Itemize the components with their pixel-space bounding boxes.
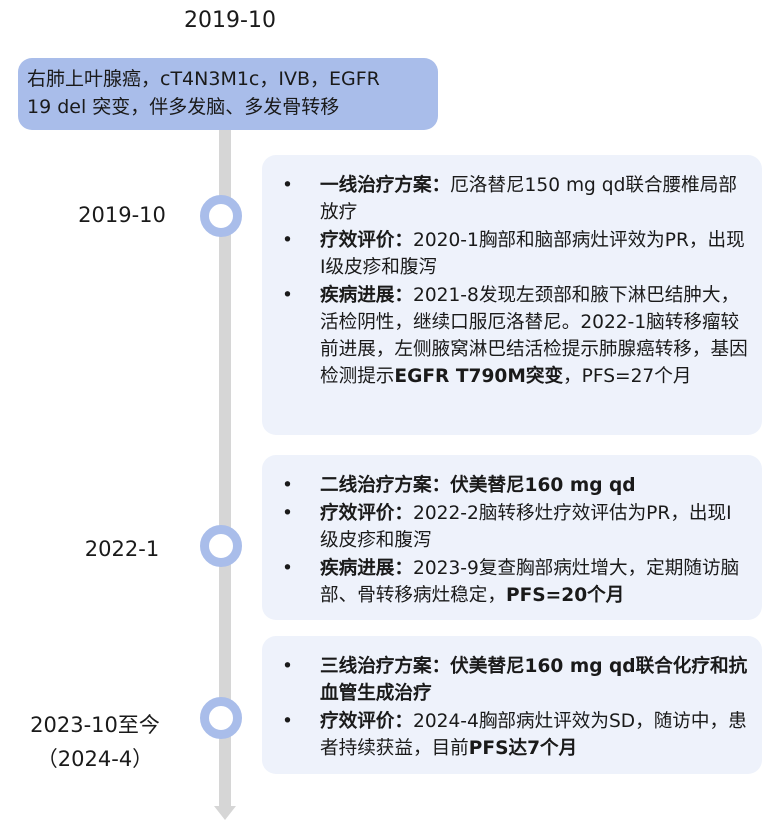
diagnosis-line-2: 19 del 突变，伴多发脑、多发骨转移 (27, 96, 340, 118)
timeline-arrow-icon (214, 806, 236, 820)
stage-2-item-2: •疗效评价：2022-2脑转移灶疗效评估为PR，出现I级皮疹和腹泻 (282, 503, 732, 551)
stage-3-date: 2023-10至今 (30, 713, 160, 737)
stage-3-date-sub: （2024-4） (36, 747, 154, 771)
diagnosis-box: 右肺上叶腺癌，cT4N3M1c，IVB，EGFR 19 del 突变，伴多发脑、… (18, 58, 438, 130)
stage-1-item-1: •一线治疗方案：厄洛替尼150 mg qd联合腰椎局部放疗 (282, 175, 737, 223)
stage-2-item-1: •二线治疗方案：伏美替尼160 mg qd (282, 475, 636, 496)
stage-2-card: •二线治疗方案：伏美替尼160 mg qd •疗效评价：2022-2脑转移灶疗效… (262, 455, 762, 620)
timeline-node-3 (200, 697, 242, 739)
timeline-node-1 (200, 195, 242, 237)
stage-1-date: 2019-10 (78, 203, 166, 227)
stage-2-date: 2022-1 (84, 537, 160, 561)
stage-3-item-2: •疗效评价：2024-4胸部病灶评效为SD，随访中，患者持续获益，目前PFS达7… (282, 711, 747, 759)
stage-3-item-1: •三线治疗方案：伏美替尼160 mg qd联合化疗和抗血管生成治疗 (282, 656, 748, 704)
stage-1-item-3: •疾病进展：2021-8发现左颈部和腋下淋巴结肿大，活检阴性，继续口服厄洛替尼。… (282, 285, 748, 387)
stage-2-item-3: •疾病进展：2023-9复查胸部病灶增大，定期随访脑部、骨转移病灶稳定，PFS=… (282, 558, 740, 606)
stage-3-card: •三线治疗方案：伏美替尼160 mg qd联合化疗和抗血管生成治疗 •疗效评价：… (262, 636, 762, 774)
stage-1-item-2: •疗效评价：2020-1胸部和脑部病灶评效为PR，出现I级皮疹和腹泻 (282, 230, 745, 278)
diagnosis-line-1: 右肺上叶腺癌，cT4N3M1c，IVB，EGFR (27, 68, 380, 90)
timeline-axis (219, 130, 231, 808)
diagnosis-date: 2019-10 (184, 8, 276, 33)
timeline-node-2 (200, 525, 242, 567)
stage-1-card: •一线治疗方案：厄洛替尼150 mg qd联合腰椎局部放疗 •疗效评价：2020… (262, 155, 762, 435)
